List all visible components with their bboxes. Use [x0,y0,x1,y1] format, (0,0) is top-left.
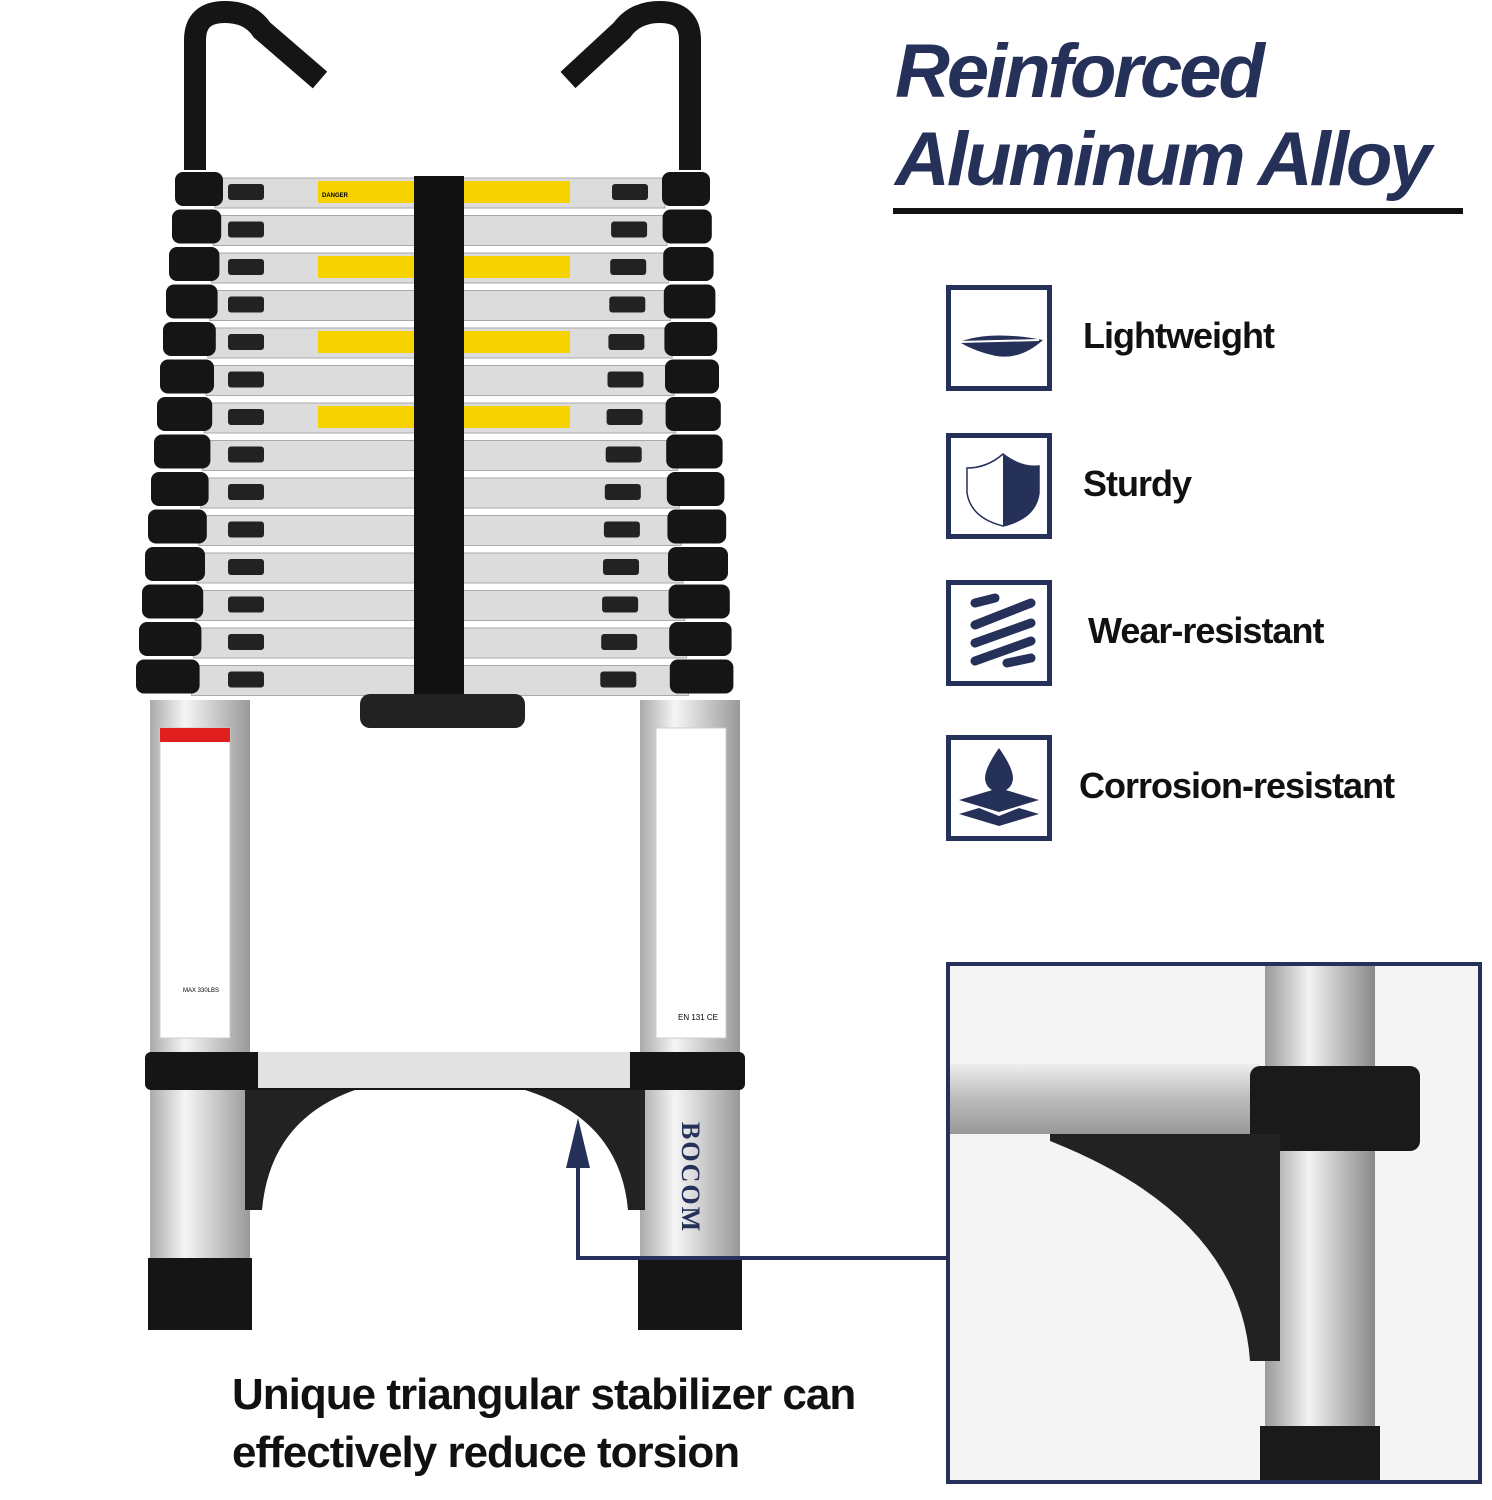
feather-icon [946,285,1052,391]
rail-collar [668,584,730,619]
rung-lock [604,484,641,500]
rung-lock [610,259,647,275]
rail-collar [157,397,213,431]
strap [414,176,464,696]
safety-sticker [655,727,727,1039]
rail-collar [175,172,223,206]
feature-label: Corrosion-resistant [1079,765,1395,806]
rail-collar [139,622,202,656]
right-stabilizer [525,1090,645,1210]
rung-lock [228,671,264,688]
rail-collar [665,359,719,394]
feature-label: Sturdy [1083,463,1192,504]
headline-underline [893,208,1463,214]
rung-lock [228,521,264,538]
max-load-label: MAX 330LBS [183,988,219,994]
feature-sturdy: Sturdy [946,433,1492,539]
feature-lightweight: Lightweight [946,285,1492,391]
rung-lock [607,371,644,388]
shield-icon [946,433,1052,539]
safety-sticker [159,727,231,1039]
rail-collar [160,359,214,394]
rung-lock [605,446,642,463]
rail-collar [663,247,714,281]
rail-collar [665,397,721,431]
rail-collar [666,434,723,469]
standard-label: EN 131 CE [678,1013,718,1022]
brand-logo: BOCOM [676,1122,705,1233]
rung-lock [228,296,264,313]
rung-lock [228,371,264,388]
rung-lock [228,596,264,613]
rung-lock [603,521,640,538]
rung-lock [609,296,646,313]
hook [560,0,701,170]
hook [184,0,328,170]
foot-cap [148,1258,252,1330]
rung-lock [611,221,648,238]
rail-collar [669,622,732,656]
rung-lock [228,446,264,463]
rail-collar [136,659,200,694]
stripes-icon [946,580,1052,686]
rung-lock [228,409,264,425]
rail-collar [169,247,220,281]
rail-collar [148,509,207,544]
arrow-head-icon [566,1118,590,1168]
rail-collar [662,172,710,206]
rung-lock [228,184,264,200]
feature-label: Wear-resistant [1088,610,1324,651]
rail-collar [666,472,725,506]
feature-label: Lightweight [1083,315,1275,356]
rung-lock [601,634,638,650]
rail-collar [662,209,712,244]
bottom-rung [258,1052,630,1088]
rung-lock [228,221,264,238]
left-stabilizer [245,1090,355,1210]
rung-lock [228,259,264,275]
rail-collar [142,584,204,619]
rung-lock [228,484,264,500]
rail-collar [172,209,222,244]
rail-collar [145,547,205,581]
rung-lock [228,559,264,575]
rail-collar [664,322,718,356]
water-drop-layers-icon [946,735,1052,841]
rail-collar [151,472,209,506]
sticker-header [160,728,230,742]
rung-lock [606,409,643,425]
strap-handle [360,694,525,728]
rail-collar [663,284,716,319]
stabilizer-caption: Unique triangular stabilizer can effecti… [232,1366,856,1482]
caption-line2: effectively reduce torsion [232,1428,740,1477]
rung-lock [228,634,264,650]
rung-lock [612,184,648,200]
rung-lock [603,559,639,575]
rail-collar [668,547,728,581]
foot-cap [638,1258,742,1330]
danger-label: DANGER [322,193,349,199]
rail-collar [163,322,216,356]
rail-collar [154,434,211,469]
headline-line1: Reinforced [895,29,1265,114]
rail-collar [166,284,218,319]
rung-lock [608,334,645,350]
rail-collar [669,659,734,694]
pointer-line [576,1165,946,1260]
caption-line1: Unique triangular stabilizer can [232,1370,856,1419]
feature-corrosion-resistant: Corrosion-resistant [946,735,1492,841]
feature-wear-resistant: Wear-resistant [946,580,1492,686]
rail-collar [667,509,727,544]
stabilizer-closeup [946,962,1482,1484]
headline-line2: Aluminum Alloy [895,117,1432,202]
rung-lock [602,596,639,613]
rung-lock [600,671,637,688]
rung-lock [228,334,264,350]
